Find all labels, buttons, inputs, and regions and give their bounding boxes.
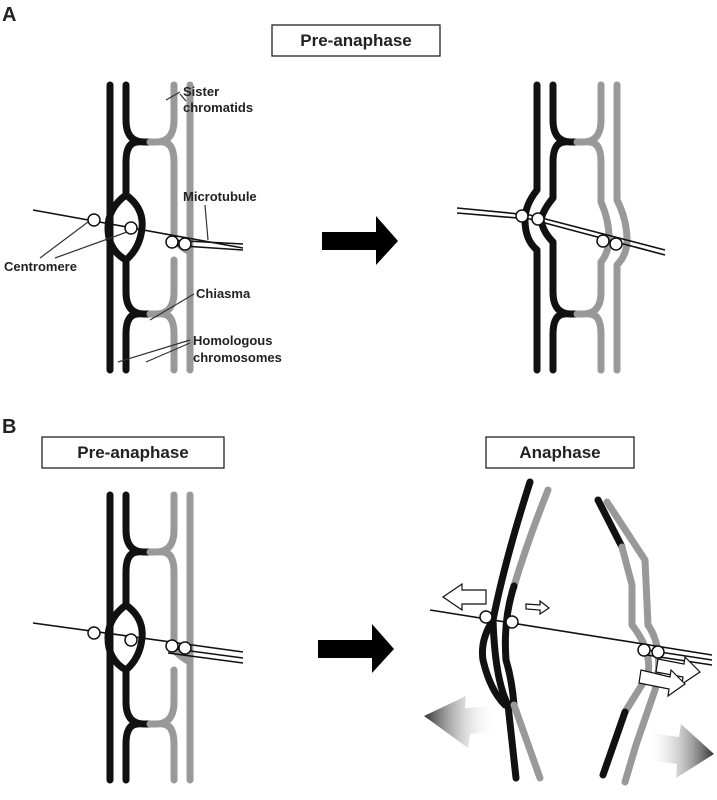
label-sister-chromatids: Sister chromatids	[165, 84, 253, 115]
svg-text:chromosomes: chromosomes	[193, 350, 282, 365]
svg-text:Chiasma: Chiasma	[196, 286, 251, 301]
centromere-icon	[637, 643, 651, 657]
anaphase-chromosome-left	[479, 478, 552, 782]
centromere-icon	[505, 615, 519, 629]
label-homologous-chromosomes: Homologous chromosomes	[117, 333, 282, 365]
force-arrow-small-icon	[525, 599, 551, 616]
centromere-icon	[165, 235, 179, 249]
force-arrow-right-upper-icon	[655, 655, 701, 686]
centromere-icon	[178, 641, 192, 655]
force-arrow-left-icon	[441, 582, 487, 612]
svg-text:Homologous: Homologous	[193, 333, 272, 348]
centromere-icon	[165, 639, 179, 653]
centromere-icon	[596, 234, 610, 248]
panel-letter-b: B	[2, 416, 16, 438]
centromere-icon	[515, 209, 529, 223]
centromere-icon	[178, 237, 192, 251]
svg-text:Microtubule: Microtubule	[183, 189, 257, 204]
pole-arrow-left-icon	[424, 696, 496, 748]
title-pre-anaphase-a: Pre-anaphase	[300, 31, 412, 50]
title-box-a: Pre-anaphase	[271, 24, 441, 57]
svg-text:Sister: Sister	[183, 84, 219, 99]
svg-text:Anaphase: Anaphase	[519, 443, 600, 462]
svg-text:Pre-anaphase: Pre-anaphase	[77, 443, 189, 462]
centromere-icon	[531, 212, 545, 226]
microtubule-line	[429, 609, 713, 656]
label-chiasma: Chiasma	[149, 286, 251, 321]
force-arrow-right-lower-icon	[638, 668, 686, 698]
centromere-icon	[609, 237, 623, 251]
bivalent-b-left	[32, 495, 244, 780]
centromere-icon	[479, 610, 493, 624]
centromere-icon	[87, 213, 101, 227]
title-box-b-left: Pre-anaphase	[41, 436, 225, 469]
svg-text:Centromere: Centromere	[4, 259, 77, 274]
centromere-icon	[124, 221, 138, 235]
centromere-icon	[651, 645, 665, 659]
title-box-b-right: Anaphase	[485, 436, 635, 469]
label-centromere: Centromere	[4, 221, 128, 274]
centromere-icon	[124, 633, 138, 647]
pole-arrow-right-icon	[646, 724, 714, 778]
bivalent-a-right	[456, 81, 666, 374]
panel-letter-a: A	[2, 4, 16, 26]
microtubule-line	[639, 653, 713, 666]
centromere-icon	[87, 626, 101, 640]
bivalent-a-left	[32, 85, 244, 370]
transition-arrow-b	[318, 624, 394, 673]
label-microtubule: Microtubule	[183, 189, 257, 241]
transition-arrow-a	[322, 216, 398, 265]
svg-text:chromatids: chromatids	[183, 100, 253, 115]
